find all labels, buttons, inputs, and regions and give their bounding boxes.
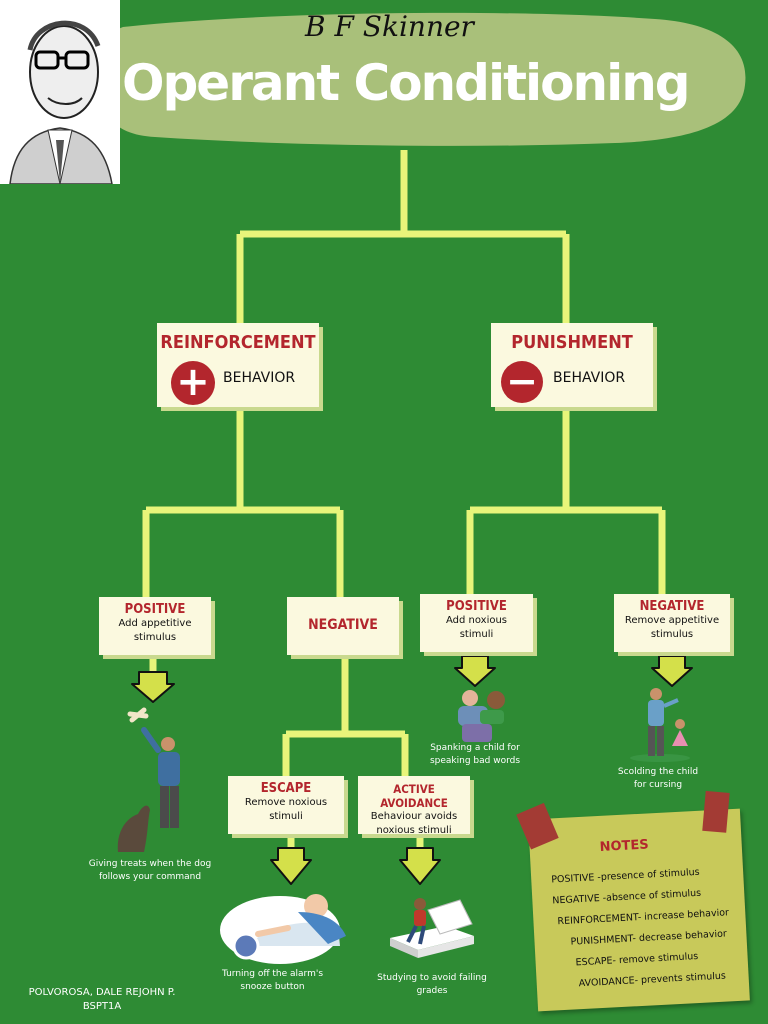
caption-line: Turning off the alarm's: [221, 969, 324, 979]
negative-reinforcement-box: NEGATIVE: [287, 597, 399, 655]
caption: Giving treats when the dog follows your …: [70, 858, 230, 884]
minus-icon: −: [501, 361, 543, 403]
positive-reinforcement-box: POSITIVE Add appetitive stimulus: [99, 597, 211, 655]
reinforcement-title: REINFORCEMENT: [160, 332, 316, 353]
note-line: REINFORCEMENT- increase behavior: [557, 907, 730, 928]
spanking-illustration: [458, 690, 505, 742]
title-banner: [102, 12, 746, 146]
author-name: POLVOROSA, DALE REJOHN P.: [28, 987, 176, 998]
box-desc: Remove noxious: [244, 797, 328, 808]
caption-line: Studying to avoid failing: [377, 973, 487, 983]
caption-line: Giving treats when the dog: [88, 859, 212, 869]
note-line: NEGATIVE -absence of stimulus: [552, 887, 702, 907]
box-desc: stimulus: [650, 629, 694, 640]
author-credit: POLVOROSA, DALE REJOHN P. BSPT1A: [12, 986, 192, 1014]
box-desc: stimulus: [133, 632, 177, 643]
positive-punishment-box: POSITIVE Add noxious stimuli: [420, 594, 533, 652]
page-title: Operant Conditioning: [122, 54, 691, 112]
caption-line: grades: [416, 986, 448, 996]
box-title: ESCAPE: [260, 781, 312, 796]
note-line: POSITIVE -presence of stimulus: [551, 866, 700, 886]
box-title: POSITIVE: [446, 599, 507, 614]
caption-line: snooze button: [240, 982, 305, 992]
caption: Scolding the child for cursing: [608, 766, 708, 792]
note-line: ESCAPE- remove stimulus: [575, 950, 699, 969]
notes-title: NOTES: [599, 837, 650, 855]
box-desc: Add noxious: [445, 615, 508, 626]
arrow-down-icon: [651, 655, 693, 687]
caption: Turning off the alarm's snooze button: [205, 968, 340, 994]
reinforcement-box: REINFORCEMENT + BEHAVIOR: [157, 323, 319, 407]
notes-card: NOTES POSITIVE -presence of stimulus NEG…: [516, 790, 750, 1012]
caption-line: speaking bad words: [429, 756, 521, 766]
box-desc: stimuli: [459, 629, 494, 640]
box-desc: noxious stimuli: [376, 825, 452, 836]
caption: Studying to avoid failing grades: [364, 972, 500, 998]
arrow-down-icon: [270, 847, 312, 885]
studying-illustration: [390, 898, 474, 958]
signature: B F Skinner: [305, 10, 474, 43]
alarm-clock-illustration: [220, 894, 346, 964]
author-section: BSPT1A: [82, 1001, 122, 1012]
caption-line: follows your command: [98, 872, 202, 882]
box-desc: stimuli: [269, 811, 303, 822]
box-title: ACTIVE AVOIDANCE: [380, 782, 448, 810]
caption-line: Scolding the child: [617, 767, 699, 777]
arrow-down-icon: [399, 847, 441, 885]
caption-line: for cursing: [633, 780, 683, 790]
box-desc: Add appetitive: [118, 618, 192, 629]
arrow-down-icon: [131, 671, 175, 703]
box-title: NEGATIVE: [308, 617, 378, 633]
dog-treat-illustration: [117, 707, 180, 852]
caption: Spanking a child for speaking bad words: [420, 742, 530, 768]
scolding-illustration: [630, 688, 690, 762]
tape-strip: [702, 790, 730, 833]
escape-box: ESCAPE Remove noxious stimuli: [228, 776, 344, 834]
portrait-illustration: [0, 0, 120, 184]
note-line: AVOIDANCE- prevents stimulus: [578, 970, 727, 990]
box-title: POSITIVE: [124, 602, 186, 617]
negative-punishment-box: NEGATIVE Remove appetitive stimulus: [614, 594, 730, 652]
box-desc: Remove appetitive: [624, 615, 720, 626]
caption-line: Spanking a child for: [430, 743, 520, 753]
note-line: PUNISHMENT- decrease behavior: [570, 928, 728, 948]
reinforcement-behavior: BEHAVIOR: [223, 370, 296, 386]
box-title: NEGATIVE: [639, 599, 705, 614]
arrow-down-icon: [454, 655, 496, 687]
plus-icon: +: [171, 361, 215, 405]
box-desc: Behaviour avoids: [370, 811, 458, 822]
punishment-title: PUNISHMENT: [511, 332, 633, 353]
punishment-behavior: BEHAVIOR: [553, 370, 626, 386]
active-avoidance-box: ACTIVE AVOIDANCE Behaviour avoids noxiou…: [358, 776, 470, 836]
punishment-box: PUNISHMENT − BEHAVIOR: [491, 323, 653, 407]
